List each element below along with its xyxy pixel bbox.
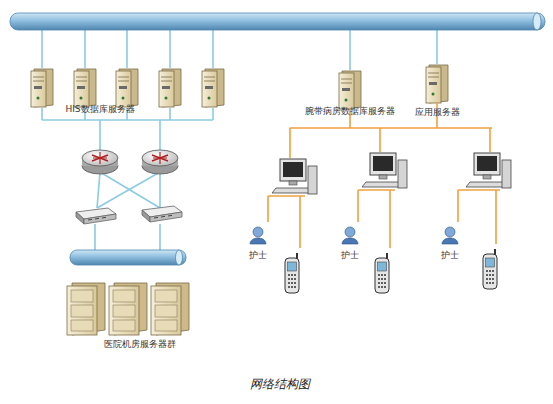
nurse-icons — [250, 227, 458, 244]
node-text: 护士 — [330, 249, 370, 261]
switches — [76, 206, 182, 224]
ward-wires — [268, 102, 500, 248]
lan-wires — [42, 30, 437, 250]
his-servers — [31, 69, 224, 107]
figure-caption: 网络结构图 — [180, 376, 380, 393]
lower-pipe — [70, 250, 186, 265]
nurse-node: 护士 — [430, 249, 470, 261]
backbone-pipe — [10, 13, 545, 30]
routers — [82, 150, 178, 174]
nurse-node: 护士 — [238, 249, 278, 261]
node-text: HIS数据库服务器 — [45, 103, 155, 115]
server-label: 腕带病房数据库服务器 — [295, 105, 405, 117]
node-text: 护士 — [430, 249, 470, 261]
server-group-label: HIS数据库服务器 — [45, 103, 155, 115]
server-cabinets — [67, 283, 189, 335]
workstations — [272, 153, 511, 194]
server-room-label: 医院机房服务器群 — [85, 338, 195, 350]
ward-servers — [339, 65, 448, 109]
nurse-node: 护士 — [330, 249, 370, 261]
node-text: 腕带病房数据库服务器 — [295, 105, 405, 117]
node-text: 护士 — [238, 249, 278, 261]
node-text: 医院机房服务器群 — [85, 338, 195, 350]
server-label: 应用服务器 — [405, 106, 469, 118]
node-text: 应用服务器 — [405, 106, 469, 118]
handheld-terminals — [285, 249, 497, 293]
